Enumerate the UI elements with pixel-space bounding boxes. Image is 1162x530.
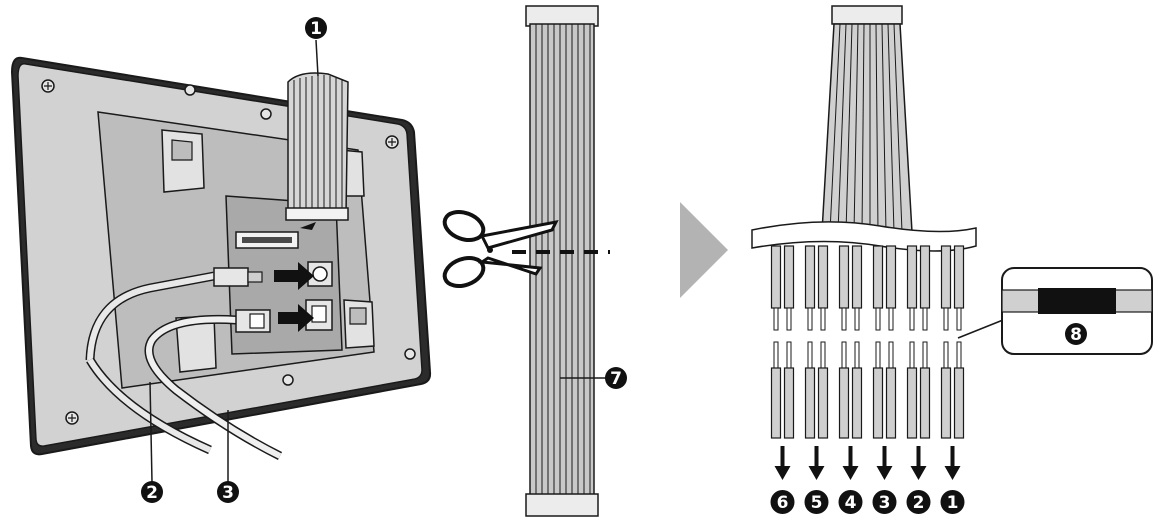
wire [783,245,795,439]
process-arrow-icon [680,202,728,298]
wire [953,245,965,439]
down-arrow-icon [910,446,927,480]
wire-group-badge: 1 [940,490,965,514]
dc-jack-socket [307,261,333,287]
down-arrows [774,446,961,480]
mounting-hook [343,299,375,349]
wire-group-badge: 2 [906,490,931,514]
screw-icon [385,135,399,149]
wire-group-number: 6 [777,493,789,513]
wire-group-number: 1 [947,493,959,513]
wire-group-badge: 4 [838,490,863,514]
wire [919,245,931,439]
wire [906,245,918,439]
screw-icon [65,411,79,425]
callout-badge-3: 3 [217,481,239,503]
wire-group-number: 4 [845,493,857,513]
down-arrow-icon [774,446,791,480]
down-arrow-icon [876,446,893,480]
screw-icon [260,108,272,120]
callout-badge-2: 2 [141,481,163,503]
wire-group-number: 2 [913,493,925,513]
insert-arrow-icon [278,304,314,332]
screw-icon [41,79,55,93]
screw-icon [282,374,294,386]
scissors-icon [442,209,559,289]
wire [940,245,952,439]
lan-socket [305,299,333,331]
svg-text:2: 2 [146,483,158,503]
wire [817,245,829,439]
svg-text:3: 3 [222,483,234,503]
monitor-back-panel [10,56,432,456]
wire [851,245,863,439]
dc-plug [85,267,263,455]
ribbon-connector-socket [235,231,299,249]
wire-group-badge: 3 [872,490,897,514]
wire [804,245,816,439]
insert-arrow-icon [274,262,314,290]
wire [885,245,897,439]
split-cable [751,5,977,252]
wire [838,245,850,439]
down-arrow-icon [944,446,961,480]
svg-text:8: 8 [1070,325,1082,345]
wire-group-number: 3 [879,493,891,513]
down-arrow-icon [842,446,859,480]
screw-icon [184,84,196,96]
flat-cable [525,5,599,517]
wire [770,245,782,439]
ribbon-cable [285,72,349,221]
mounting-hook [161,129,205,193]
callout-badge-8: 8 [1065,323,1087,345]
screw-icon [404,348,416,360]
svg-text:7: 7 [610,369,622,389]
wire [872,245,884,439]
callout-badge-7: 7 [605,367,627,389]
lan-plug [144,309,283,461]
wire-group-number: 5 [811,493,823,513]
svg-text:1: 1 [310,19,322,39]
insert-arrow-icon [300,222,316,230]
callout-badge-1: 1 [305,17,327,39]
wire-group-badge: 5 [804,490,829,514]
detail-box [957,267,1153,355]
wire-set [770,245,965,439]
down-arrow-icon [808,446,825,480]
wire-group-badge: 6 [770,490,795,514]
